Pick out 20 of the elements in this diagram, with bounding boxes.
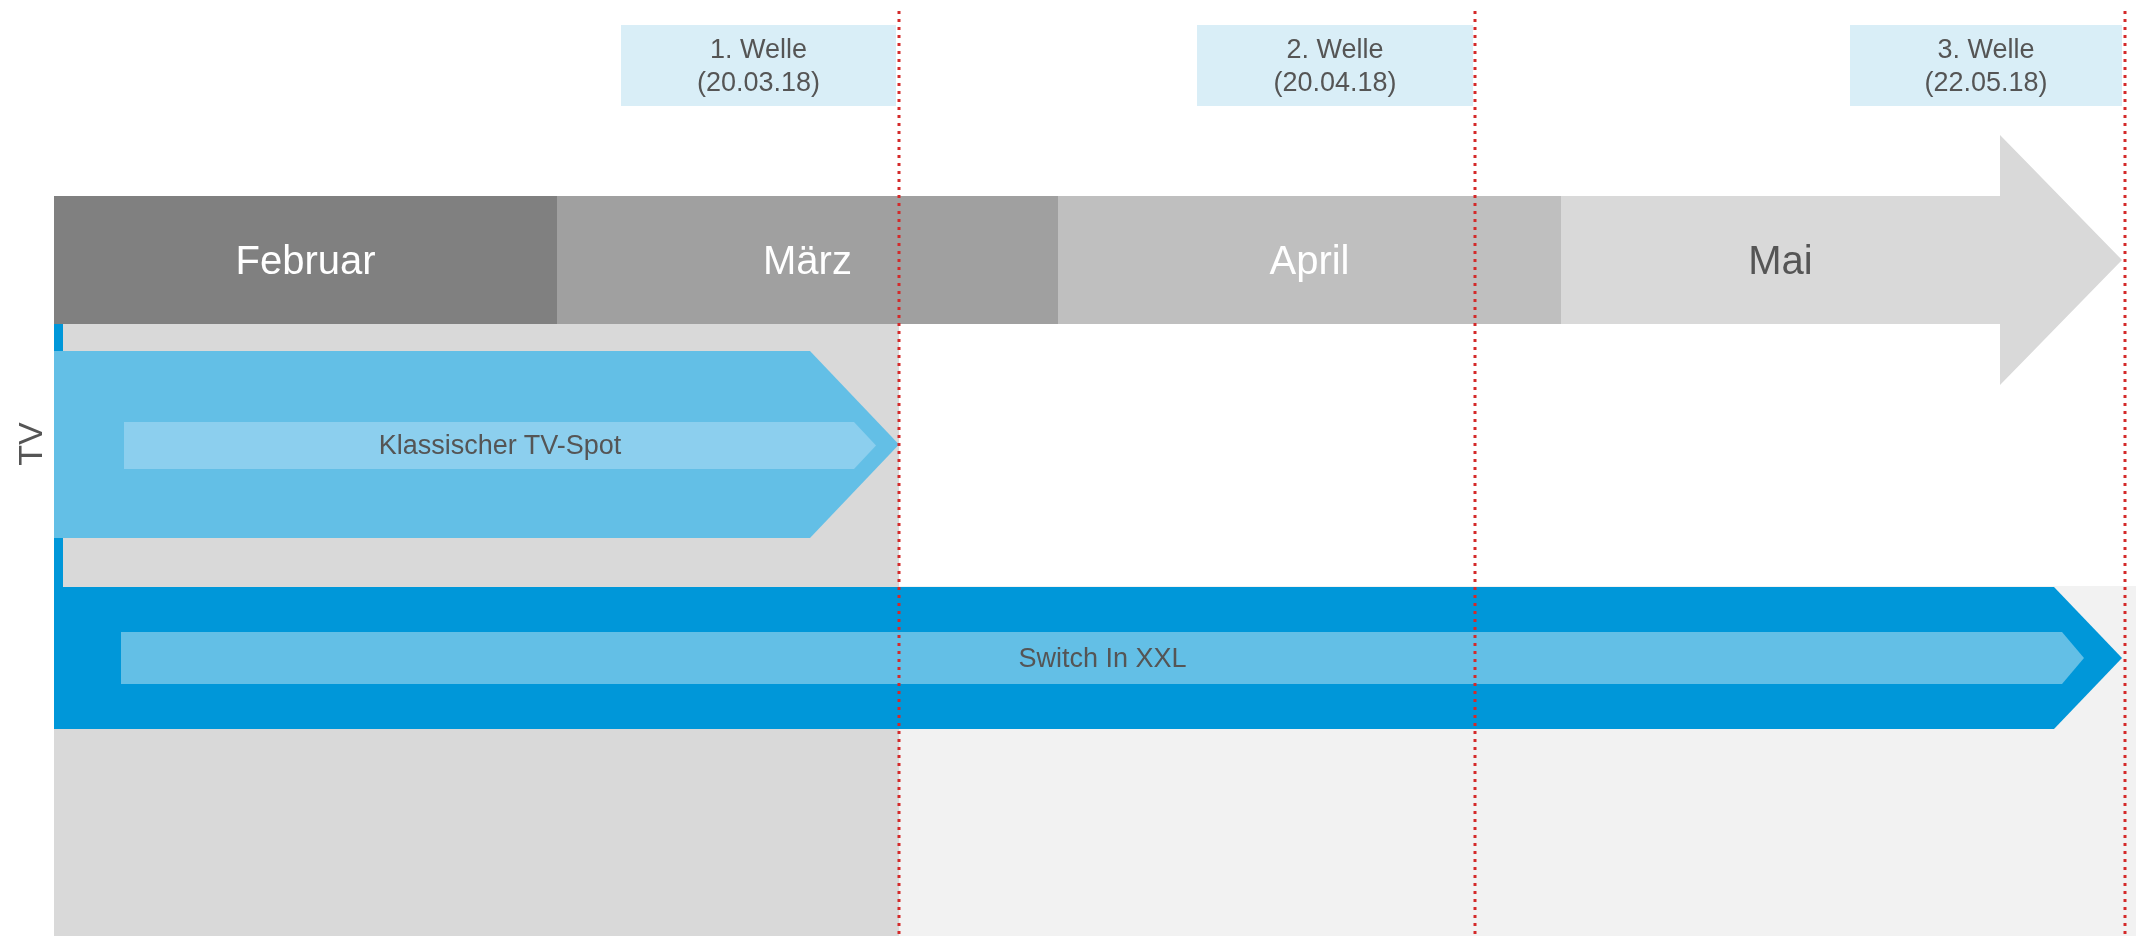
month-segment xyxy=(557,196,1058,324)
campaign-bar xyxy=(121,632,2084,684)
month-name: März xyxy=(763,237,852,284)
campaign-bar xyxy=(124,422,876,469)
row-label: TV xyxy=(10,421,50,468)
campaign-name: Switch In XXL xyxy=(1018,641,1187,675)
month-segment xyxy=(54,196,557,324)
wave-date: 1. Welle (20.03.18) xyxy=(695,33,822,98)
wave-label-box xyxy=(1850,25,2122,106)
wave-label-box xyxy=(1197,25,1473,106)
campaign-name: Klassischer TV-Spot xyxy=(378,429,622,462)
month-segment xyxy=(1058,196,1561,324)
month-name: Februar xyxy=(235,237,376,284)
wave-date: 2. Welle (20.04.18) xyxy=(1272,33,1398,98)
campaign-band xyxy=(54,351,899,538)
wave-date: 3. Welle (22.05.18) xyxy=(1923,33,2049,98)
month-name: Mai xyxy=(1747,237,1814,284)
wave-label-box xyxy=(621,25,896,106)
month-name: April xyxy=(1269,237,1350,284)
campaign-band xyxy=(54,587,2122,729)
